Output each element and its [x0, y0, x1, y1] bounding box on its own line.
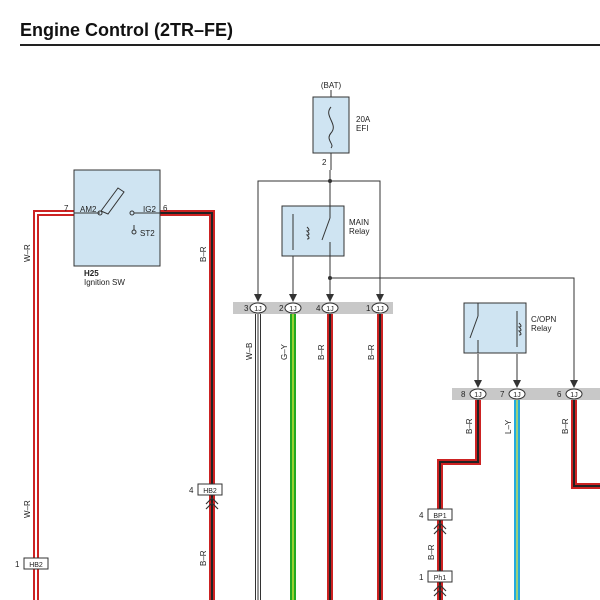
copn-relay-label-2: Relay — [531, 324, 551, 333]
main-relay-label-1: MAIN — [349, 218, 369, 227]
connector-top-3: 4 1J — [316, 302, 339, 314]
main-relay — [281, 205, 345, 257]
wire-label-br-b: B–R — [367, 344, 376, 360]
connector-top-2-code: 1J — [289, 306, 296, 313]
copn-relay — [463, 302, 527, 354]
ignition-pin-right-num: 6 — [163, 204, 168, 213]
connector-mid-1-num: 8 — [461, 390, 466, 399]
wire-label-br-e: B–R — [427, 544, 436, 560]
connector-mid-2-num: 7 — [500, 390, 505, 399]
wire-w-r-left — [33, 210, 74, 600]
wire-label-br-d: B–R — [561, 418, 570, 434]
ignition-switch — [73, 169, 161, 267]
fuse-pin-label: 2 — [322, 158, 327, 167]
title-divider — [20, 44, 600, 46]
wire-b-r-d — [571, 400, 600, 489]
ignition-pin-left-num: 7 — [64, 204, 69, 213]
junction-dot-fuse — [328, 179, 332, 183]
connector-top-4-code: 1J — [376, 306, 383, 313]
connector-strip-mid — [452, 388, 600, 400]
arrowheads-top — [254, 294, 578, 388]
connector-mid-2-code: 1J — [513, 392, 520, 399]
connector-top-3-num: 4 — [316, 304, 321, 313]
wire-label-wr-lower: W–R — [23, 500, 32, 518]
wire-label-wr-upper: W–R — [23, 244, 32, 262]
ignition-pin-st2: ST2 — [140, 229, 155, 238]
splice-hb2-right-num: 4 — [189, 486, 194, 495]
connector-mid-3: 6 1J — [557, 388, 583, 400]
connector-strip-top — [233, 302, 393, 314]
fuse-name-label: EFI — [356, 124, 368, 133]
fuse-source-label: (BAT) — [321, 81, 342, 90]
splice-hb2-left: 1 HB2 — [15, 557, 49, 570]
splice-hb2-left-code: HB2 — [29, 562, 43, 569]
wire-label-l-y: L–Y — [504, 419, 513, 434]
ignition-pin-ig2: IG2 — [143, 205, 156, 214]
wire-label-w-b: W–B — [245, 343, 254, 360]
splice-bp1-code: BP1 — [433, 513, 446, 520]
connector-mid-1: 8 1J — [461, 388, 487, 400]
splice-ph1-num: 1 — [419, 573, 424, 582]
connector-top-1-num: 3 — [244, 304, 249, 313]
connector-top-4: 1 1J — [366, 302, 389, 314]
junction-dot-bus — [328, 276, 332, 280]
connector-mid-2: 7 1J — [500, 388, 526, 400]
connector-mid-3-code: 1J — [570, 392, 577, 399]
ignition-name: Ignition SW — [84, 278, 125, 287]
connector-top-2-num: 2 — [279, 304, 284, 313]
wire-label-br-c: B–R — [465, 418, 474, 434]
splice-ph1: 1 Ph1 — [419, 570, 453, 597]
wire-label-br-a: B–R — [317, 344, 326, 360]
main-relay-label-2: Relay — [349, 227, 369, 236]
connector-top-1-code: 1J — [254, 306, 261, 313]
copn-relay-label-1: C/OPN — [531, 315, 557, 324]
wire-b-r-ig2 — [160, 210, 215, 600]
splice-ph1-code: Ph1 — [434, 575, 447, 582]
wire-b-r-c — [437, 400, 481, 600]
splice-bp1: 4 BP1 — [419, 508, 453, 535]
splice-hb2-left-num: 1 — [15, 560, 20, 569]
connector-mid-1-code: 1J — [474, 392, 481, 399]
wire-label-br-ig2-lower: B–R — [199, 550, 208, 566]
ignition-pin-am2: AM2 — [80, 205, 97, 214]
splice-bp1-num: 4 — [419, 511, 424, 520]
page-title: Engine Control (2TR–FE) — [20, 20, 233, 40]
fuse-efi — [312, 90, 350, 170]
fuse-rating-label: 20A — [356, 115, 371, 124]
connector-top-1: 3 1J — [244, 302, 267, 314]
connector-top-4-num: 1 — [366, 304, 371, 313]
splice-hb2-right-code: HB2 — [203, 488, 217, 495]
connector-mid-3-num: 6 — [557, 390, 562, 399]
wire-label-g-y: G–Y — [280, 343, 289, 360]
wire-fuse-bus — [257, 170, 575, 386]
wire-label-br-ig2-upper: B–R — [199, 246, 208, 262]
connector-top-2: 2 1J — [279, 302, 302, 314]
splice-hb2-right: 4 HB2 — [189, 483, 223, 510]
connector-top-3-code: 1J — [326, 306, 333, 313]
ignition-code: H25 — [84, 269, 99, 278]
